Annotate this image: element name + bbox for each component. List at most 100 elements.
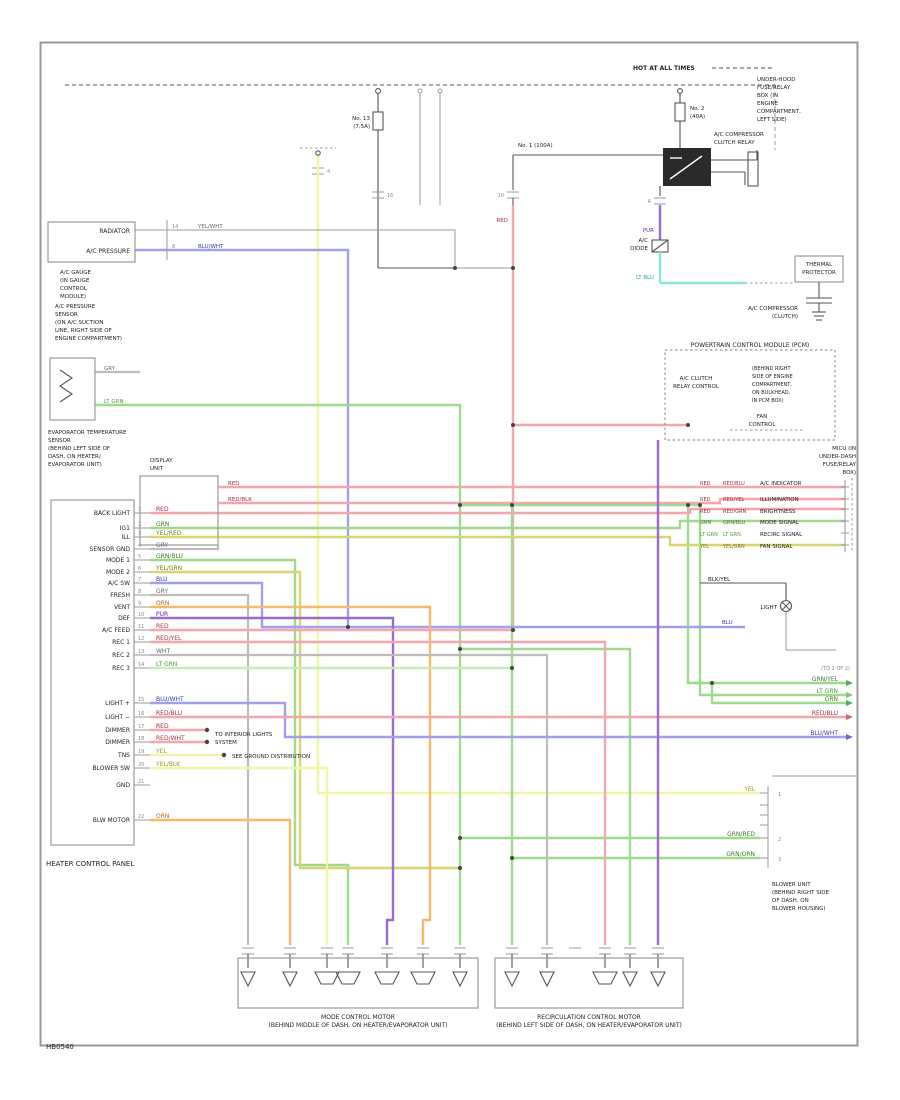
svg-text:ORN: ORN — [156, 813, 169, 820]
lamp-icon — [779, 599, 793, 613]
clutch-coil-icon — [806, 297, 832, 312]
svg-text:BLU: BLU — [156, 576, 168, 583]
recirc-connector-ticks — [506, 947, 664, 955]
svg-text:9: 9 — [138, 601, 141, 607]
evap-wire-label: GRY — [104, 366, 116, 372]
svg-text:18: 18 — [138, 736, 144, 742]
micu-pin-ticks — [841, 486, 849, 546]
svg-text:21: 21 — [138, 779, 144, 785]
ac-clutch-relay-icon — [663, 148, 759, 187]
panel-pin-ticks — [134, 512, 150, 821]
light-wire-label: BLK/YEL — [708, 577, 731, 583]
blower-pin-number: 1 — [778, 792, 781, 798]
gauge-row-name: A/C PRESSURE — [86, 248, 130, 255]
relay-caption-line: A/C COMPRESSOR — [714, 132, 764, 138]
panel-row-label: MODE 1 — [106, 557, 130, 564]
connector-pin-number: 10 — [498, 193, 504, 199]
fusebox-note-line: BOX (IN — [757, 93, 778, 99]
svg-text:RED: RED — [700, 509, 711, 515]
to-2of2-note: (TO 2 OF 2) — [821, 666, 850, 672]
heater-control-panel: HEATER CONTROL PANEL BACK LIGHT IG1 ILL … — [46, 499, 310, 868]
svg-text:16: 16 — [138, 711, 144, 717]
gauge-row-wire: YEL/WHT — [197, 224, 223, 230]
svg-text:7: 7 — [138, 577, 141, 583]
svg-text:15: 15 — [138, 697, 144, 703]
fusebox-note-line: FUSE/RELAY — [757, 85, 791, 91]
panel-row-label: MODE 2 — [106, 569, 130, 576]
svg-text:RED: RED — [156, 623, 169, 630]
evap-note-line: SENSOR — [48, 438, 71, 444]
panel-row-label: BLOWER SW — [92, 765, 130, 772]
compressor-label-line: (CLUTCH) — [772, 314, 798, 320]
svg-text:RED/BLU: RED/BLU — [723, 481, 745, 487]
micu-title-line: MICU (IN — [832, 446, 856, 452]
red-wire-label: RED — [496, 218, 508, 224]
svg-text:6: 6 — [138, 566, 141, 572]
fuse-box-section: HOT AT ALL TIMES UNDER-HOOD FUSE/RELAY B… — [65, 65, 844, 321]
panel-wire-labels: RED GRN YEL/RED GRY GRN/BLU YEL/GRN BLU … — [155, 506, 185, 820]
panel-row-label: DIMMER — [105, 739, 130, 746]
evap-note-line: EVAPORATOR UNIT) — [48, 462, 102, 468]
pressure-note-line: A/C PRESSURE — [55, 304, 96, 310]
purple-wire-label: PUR — [643, 228, 654, 234]
blu-wire-label: BLU — [722, 620, 733, 626]
svg-text:RED/WHT: RED/WHT — [156, 735, 185, 742]
ltblu-wire-label: LT BLU — [636, 275, 654, 281]
diode-label-line: DIODE — [630, 246, 648, 252]
mode-connector-ticks — [242, 947, 466, 955]
mode-control-motor: MODE CONTROL MOTOR (BEHIND MIDDLE OF DAS… — [237, 947, 479, 1029]
thermal-protector-line: PROTECTOR — [802, 270, 836, 276]
panel-row-label: REC 1 — [112, 639, 130, 646]
svg-text:RED: RED — [700, 497, 711, 503]
svg-text:MODE SIGNAL: MODE SIGNAL — [760, 520, 800, 526]
compressor-clutch-section: THERMAL PROTECTOR A/C COMPRESSOR (CLUTCH… — [748, 255, 844, 321]
page-frame — [39, 41, 859, 1047]
panel-row-label: LIGHT − — [105, 714, 130, 721]
gauge-row-pin: 8 — [172, 244, 175, 250]
arrow-wire-label: LT GRN — [817, 688, 838, 695]
svg-text:3: 3 — [138, 531, 141, 537]
mode-motor-symbols — [240, 971, 468, 988]
panel-row-label: REC 2 — [112, 652, 130, 659]
blower-caption-line: OF DASH, ON — [772, 898, 809, 904]
blower-caption-line: BLOWER HOUSING) — [772, 906, 826, 912]
gauge-note-line: CONTROL — [60, 286, 88, 292]
panel-pin-numbers: 1 2 3 4 5 6 7 8 9 10 11 12 13 14 15 16 1… — [138, 507, 144, 820]
fuse-no2-amps: (40A) — [690, 114, 705, 120]
svg-text:A/C INDICATOR: A/C INDICATOR — [760, 481, 802, 487]
connector-pin-number: 4 — [327, 169, 330, 175]
panel-row-label: A/C SW — [108, 580, 130, 587]
svg-text:YEL: YEL — [699, 544, 709, 550]
svg-text:WHT: WHT — [156, 648, 170, 655]
panel-row-label: SENSOR GND — [90, 546, 131, 553]
evap-note-line: EVAPORATOR TEMPERATURE — [48, 430, 127, 436]
svg-text:1: 1 — [138, 507, 141, 513]
wire-runs — [95, 156, 846, 945]
ground-note: SEE GROUND DISTRIBUTION — [232, 754, 310, 760]
blower-pin-number: 2 — [778, 837, 781, 843]
recirc-motor-caption-line: RECIRCULATION CONTROL MOTOR — [537, 1014, 641, 1021]
pcm-note-line: IN PCM BOX) — [752, 398, 784, 404]
pcm-note-line: COMPARTMENT, — [752, 382, 792, 388]
pcm-bottom-label-line: CONTROL — [749, 422, 777, 428]
arrow-wire-label: GRN/YEL — [812, 676, 839, 683]
svg-text:ORN: ORN — [156, 600, 169, 607]
blower-wire-label: GRN/RED — [727, 831, 755, 838]
display-caption-line: UNIT — [150, 466, 164, 472]
svg-text:LT GRN: LT GRN — [156, 661, 177, 668]
pcm-left-label-line: RELAY CONTROL — [673, 384, 720, 390]
blower-unit-connector: YEL GRN/RED GRN/ORN 1 2 3 BLOWER UNIT (B… — [726, 775, 856, 912]
display-wire-label: RED — [228, 481, 240, 487]
svg-text:19: 19 — [138, 749, 144, 755]
panel-row-label: GND — [116, 782, 130, 789]
illum-note-line: SYSTEM — [215, 740, 237, 746]
panel-caption: HEATER CONTROL PANEL — [46, 860, 134, 868]
svg-text:GRY: GRY — [156, 588, 168, 595]
fusebox-note-line: UNDER-HOOD — [757, 77, 795, 83]
svg-text:RED/YEL: RED/YEL — [156, 635, 182, 642]
pressure-note-line: SENSOR — [55, 312, 78, 318]
svg-text:GRN/BLU: GRN/BLU — [723, 520, 746, 526]
panel-row-label: VENT — [114, 604, 130, 611]
svg-text:5: 5 — [138, 554, 141, 560]
arrowhead-icon — [846, 680, 853, 686]
